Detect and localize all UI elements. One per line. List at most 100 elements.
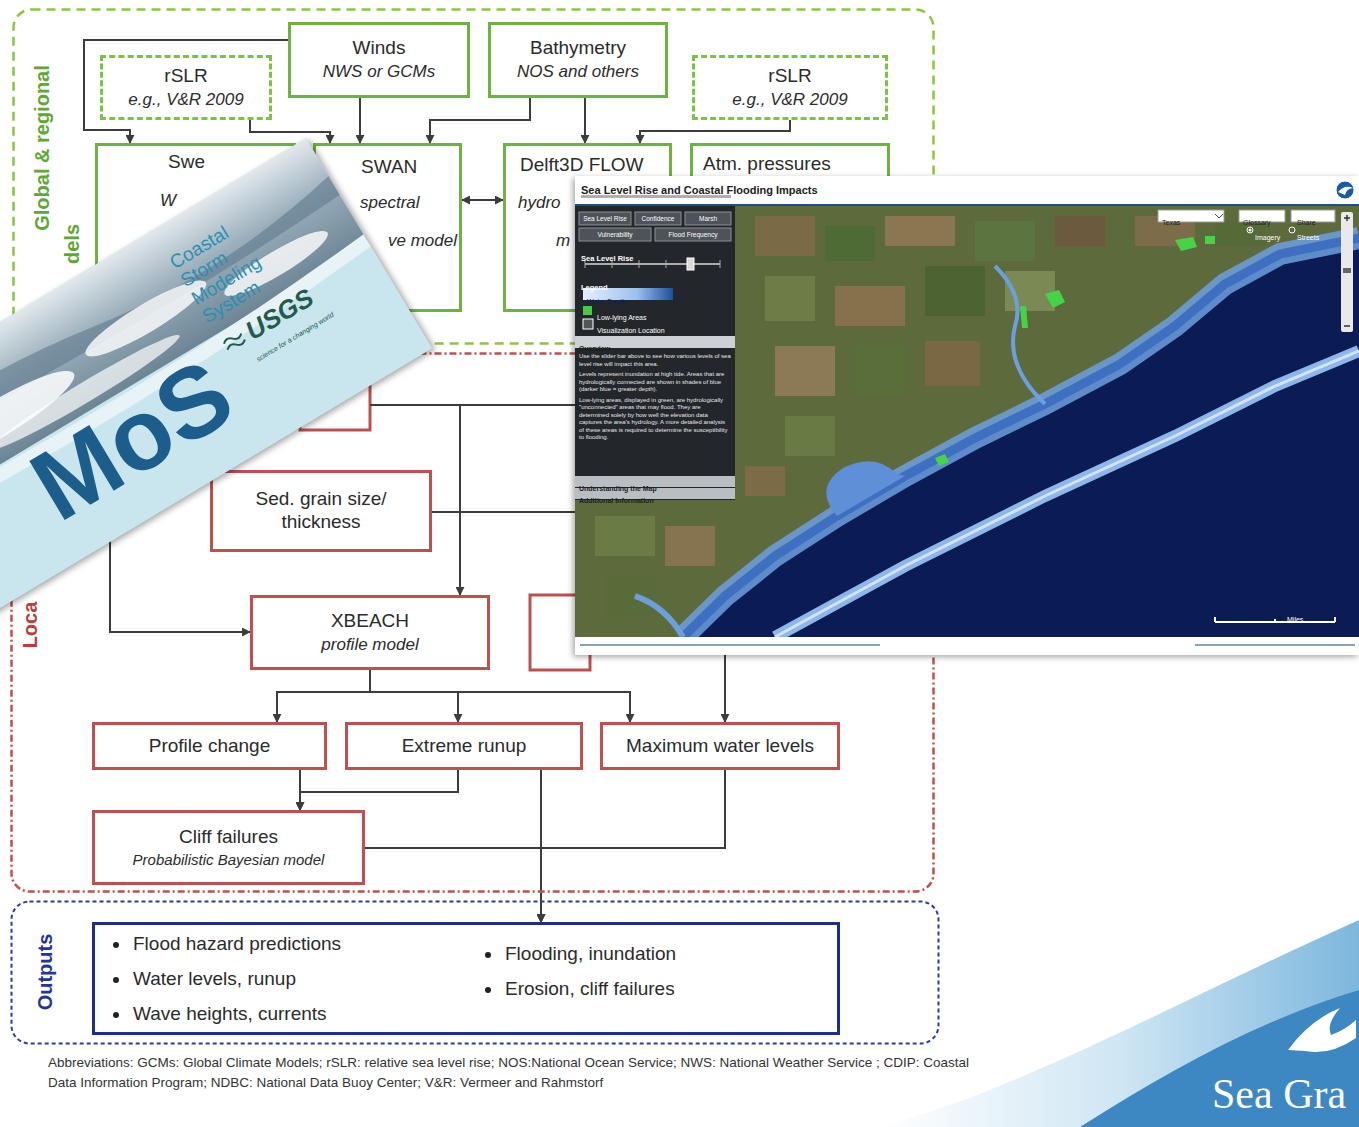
footer-links	[1195, 644, 1355, 646]
label-slot: Miles	[1287, 608, 1303, 626]
usgs-waves	[223, 331, 246, 352]
label-slot: Marsh	[685, 212, 731, 225]
panel-band-text: Additional Information	[579, 496, 654, 505]
box-subtitle: profile model	[321, 635, 418, 655]
box-title: SWAN	[361, 156, 417, 179]
scale-bar	[1215, 617, 1335, 622]
drawn-rect	[1055, 216, 1105, 246]
label-slot: Vulnerability	[579, 228, 651, 241]
land	[575, 206, 1359, 637]
label-slot: Sea Level Rise	[579, 212, 631, 225]
barrier-island	[775, 351, 1359, 637]
text-slot: dels	[60, 224, 84, 264]
flow-arrow	[300, 770, 458, 810]
flow-arrow	[541, 770, 725, 922]
radio-dot	[1249, 229, 1252, 232]
zoom-bar	[1341, 212, 1353, 332]
side-panel	[575, 206, 735, 500]
box-subtitle: Probabilistic Bayesian model	[133, 851, 325, 869]
panel-paragraph: Low-lying areas, displayed in green, are…	[579, 397, 731, 442]
result-box: Maximum water levels	[600, 722, 840, 770]
water	[575, 176, 1359, 655]
flow-arrow	[584, 98, 586, 143]
label-slot: Overview	[579, 337, 610, 355]
drawn-rect	[685, 212, 731, 225]
noaa-gull	[1338, 187, 1353, 195]
text-slot: Flooding, inundation	[505, 943, 676, 966]
region-label: dels	[60, 224, 84, 264]
panel-heading: Sea Level Rise	[581, 254, 634, 263]
flow-arrow	[84, 40, 288, 143]
output-region: Flood hazard predictionsWater levels, ru…	[10, 900, 940, 1045]
box-title: Delft3D FLOW	[520, 154, 644, 177]
dropdown-arrow	[1215, 214, 1223, 218]
box-title: Sed. grain size/ thickness	[221, 488, 421, 534]
panel-paragraph: Use the slider bar above to see how vari…	[579, 353, 731, 368]
bullet-item: Flood hazard predictions	[133, 933, 341, 956]
panel-heading: Legend	[581, 283, 608, 292]
scale-label: Miles	[1287, 616, 1303, 623]
drawn-rect	[579, 212, 631, 225]
flow-line	[724, 655, 726, 722]
region-label: Global & regional	[30, 65, 54, 231]
input-box: BathymetryNOS and others	[488, 22, 668, 98]
header-rule	[575, 204, 1359, 206]
bullet-item: Wave heights, currents	[133, 1003, 327, 1026]
caption-slot: Abbreviations: GCMs: Global Climate Mode…	[48, 1053, 988, 1092]
bullet-item: Flooding, inundation	[505, 943, 676, 966]
map-button: Flood Frequency	[655, 228, 731, 241]
flow-arrow	[359, 98, 361, 143]
flow-line	[432, 511, 575, 513]
drawn-rect	[755, 216, 815, 256]
radio	[1247, 227, 1253, 233]
output-list-box: Flood hazard predictionsWater levels, ru…	[92, 922, 840, 1035]
label-slot: Glossary	[1243, 211, 1271, 229]
drawn-rect	[925, 266, 985, 316]
river	[635, 596, 683, 637]
label-slot: Use the slider bar above to see how vari…	[579, 353, 731, 368]
input-box: WindsNWS or GCMs	[288, 22, 470, 98]
flooded-bay	[826, 461, 905, 516]
map-button: Marsh	[685, 212, 731, 225]
box-subtitle: m	[556, 231, 570, 251]
bullet-item: Water levels, runup	[133, 968, 296, 991]
label-slot: Low-lying Areas	[597, 306, 646, 324]
flow-line	[370, 404, 575, 406]
text-slot: Erosion, cliff failures	[505, 978, 675, 1001]
flood-depth	[683, 238, 1359, 637]
region-label: Outputs	[33, 934, 57, 1011]
drawn-rect	[765, 276, 815, 321]
label-slot: Understanding the Map	[579, 477, 657, 495]
caption: Abbreviations: GCMs: Global Climate Mode…	[48, 1053, 988, 1092]
label-slot: Water Depth	[587, 290, 626, 308]
drawn-rect	[655, 228, 731, 241]
box-title: XBEACH	[331, 610, 409, 633]
drawn-line	[720, 260, 721, 268]
box-title: Bathymetry	[530, 37, 626, 60]
box-title: rSLR	[164, 65, 207, 88]
low-lying-areas	[935, 236, 1215, 466]
brand-logo-text: Sea Gra	[1212, 1070, 1346, 1118]
panel-band-text: Understanding the Map	[579, 484, 657, 493]
box-title: Winds	[353, 37, 406, 60]
label-slot: Visualization Location	[597, 319, 665, 337]
drawn-rect	[835, 286, 905, 326]
bullet-dot	[113, 942, 119, 948]
legend-text: Visualization Location	[597, 327, 665, 334]
map-control: Glossary	[1243, 218, 1271, 228]
box-title: Atm. pressures	[703, 153, 831, 176]
map-footer	[575, 637, 1359, 655]
label-slot: Low-lying areas, displayed in green, are…	[579, 397, 731, 442]
text-slot: Swe	[168, 151, 205, 174]
panel-paragraph: Levels represent inundation at high tide…	[579, 371, 731, 394]
flow-arrow	[430, 98, 530, 143]
flow-line	[459, 405, 461, 595]
box-subtitle: e.g., V&R 2009	[128, 90, 243, 110]
drawn-rect	[579, 228, 651, 241]
input-box: rSLRe.g., V&R 2009	[100, 55, 272, 120]
box-subtitle: hydro	[518, 193, 561, 213]
box-title: Profile change	[149, 735, 270, 758]
panel-text-flow: Use the slider bar above to see how vari…	[579, 353, 731, 445]
legend-text: Low-lying Areas	[597, 314, 646, 321]
